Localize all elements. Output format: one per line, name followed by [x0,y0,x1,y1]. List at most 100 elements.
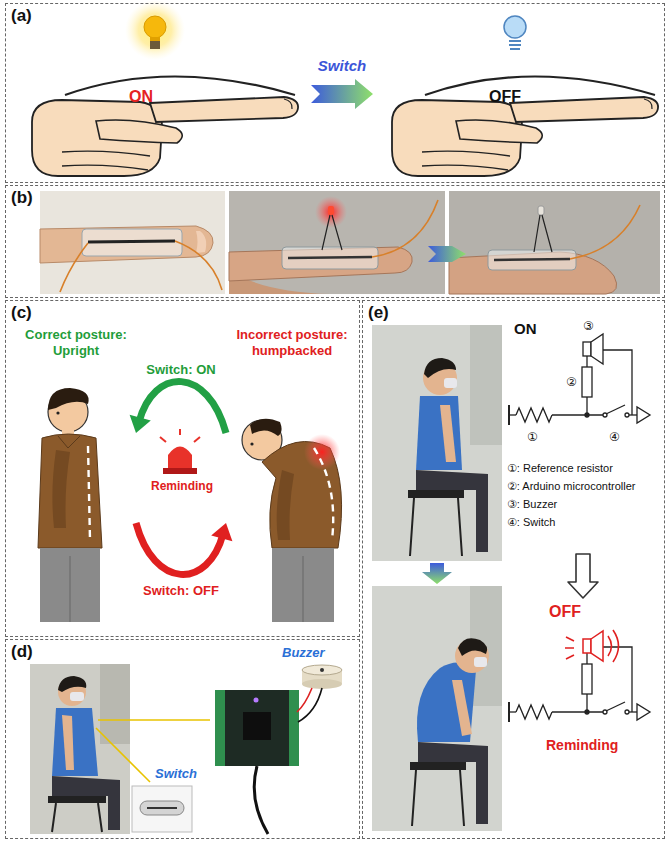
seated-person-photo [108,792,120,830]
panel-tag: (b) [11,188,33,208]
arduino-board [215,690,299,834]
callout-number-holder: ④ [609,427,620,445]
panel-tag-holder: (a) [11,6,32,26]
state-arrow [568,554,598,598]
edge-label-holder: Switch: OFF [141,581,221,599]
posture-heading: Incorrect posture: humpbacked [226,327,358,358]
arduino-board [254,698,259,703]
upright-sitting-photo [440,405,456,462]
leader-line [96,728,150,782]
upright-person [70,556,71,622]
led-off-photo [449,191,660,294]
upright-person [48,388,89,410]
upright-person [88,446,90,540]
legend-item-holder: ④: Switch [507,512,555,530]
pointing-hand [32,97,298,176]
humpbacked-sitting-photo [476,758,488,824]
finger-photo [40,191,225,294]
cycle-arrow [139,382,226,433]
edge-label: Switch: OFF [141,583,221,599]
humpbacked-sitting-photo [412,770,464,826]
panel-tag-holder: (d) [11,642,33,662]
circuit-off [583,639,591,653]
posture-heading-holder: Correct posture: Upright [16,327,136,358]
state-word: ON [514,320,537,338]
circuit-off [509,630,650,722]
circuit-off [509,647,650,722]
alarm-icon [163,468,197,474]
light-bulb-on [150,41,160,49]
buzzer-part [302,679,342,689]
humpbacked-sitting-photo [474,657,487,667]
cycle-arrow [130,382,226,433]
state-arrow [568,554,598,598]
circuit-on [509,334,650,425]
seated-person-photo [30,664,130,834]
upright-sitting-photo [444,378,457,388]
state-word: ON [129,87,153,106]
upright-sitting-photo [372,325,502,561]
panel-tag: (e) [368,303,389,323]
pointing-hand [392,97,658,176]
circuit-on [509,350,650,425]
alarm-icon [160,429,200,474]
humpbacked-sitting-photo [372,586,502,831]
humpbacked-sitting-photo [455,639,489,673]
legend-item-holder: ②: Arduino microcontroller [507,476,635,494]
humpbacked-sitting-photo [458,638,487,656]
circuit-state: OFFReminding [504,601,662,766]
state-word-holder: ON [129,87,153,106]
panel-tag-holder: (c) [11,303,32,323]
upright-person [52,450,70,528]
legend-item: ④: Switch [507,516,555,529]
state-word-holder: OFF [489,87,521,106]
legend-item-holder: ①: Reference resistor [507,458,613,476]
upright-sitting-photo [372,325,502,561]
circuit-on [591,334,603,364]
seated-person-photo [30,664,130,834]
light-bulb-off [504,16,526,49]
seated-person-photo [52,803,102,832]
light-bulb-off [509,40,521,42]
seated-person-photo [58,676,86,692]
state-arrow [428,246,466,262]
legend-item-holder: ③: Buzzer [507,494,557,512]
upright-person [40,548,100,622]
state-word-holder: ON [514,320,537,338]
led-off-photo [449,191,660,294]
part-label-holder: Buzzer [282,643,325,661]
upright-person [56,411,59,414]
seated-person-photo [100,664,130,744]
legend-item: ①: Reference resistor [507,462,613,475]
led-off-photo [534,215,552,252]
led-on-photo [282,247,378,269]
light-bulb-on [144,16,166,38]
finger-photo [60,243,88,292]
cycle-arrow [211,523,232,541]
seated-person-photo [52,708,98,776]
humpbacked-sitting-photo [452,680,472,736]
buzzer-part [302,665,342,675]
upright-person [38,434,102,548]
humpbacked-sitting-photo [417,662,476,742]
humpbacked-person [250,442,253,445]
state-word: Reminding [546,737,618,754]
state-word: OFF [489,87,521,106]
cycle-arrow [130,415,151,433]
switch-photo [140,801,184,815]
arduino-board [215,690,299,766]
panel-tag: (a) [11,6,32,26]
callout-number-holder: ① [527,427,538,445]
finger-photo [175,241,222,290]
seated-person-photo [70,692,84,701]
humpbacked-sitting-photo [372,586,502,831]
upright-sitting-photo [476,486,488,552]
led-off-photo [538,206,544,215]
humpbacked-person [272,548,334,622]
part-label: Buzzer [282,645,325,661]
upright-sitting-photo [410,498,462,556]
switch-arrow [311,79,373,109]
callout-number-holder: ③ [583,316,594,334]
